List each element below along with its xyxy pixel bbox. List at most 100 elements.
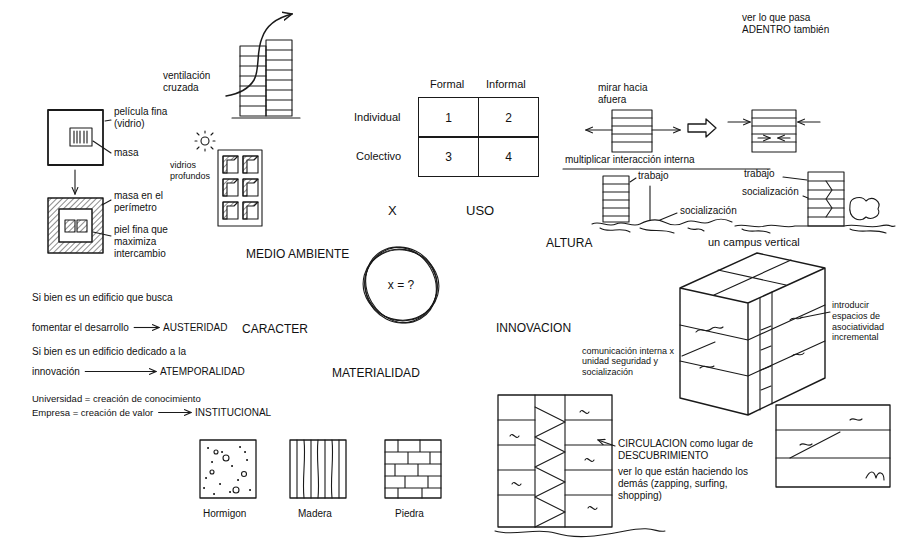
note-text: multiplicar interacción interna: [565, 154, 695, 166]
deep-window-sketch: [195, 131, 215, 151]
label-text: MATERIALIDAD: [332, 366, 420, 380]
circulation-elevation-sketch: [535, 407, 565, 527]
tower-ground-sketch: [592, 219, 732, 225]
look-out-sketch: [688, 119, 716, 137]
sketch-ink: [48, 14, 895, 537]
cloud-ring: [354, 237, 448, 333]
look-out-sketch: [612, 110, 652, 152]
cube-sketch: [714, 260, 791, 295]
look-in-sketch: [758, 137, 770, 138]
look-in-sketch: [778, 137, 790, 138]
vertical-campus-sketch: [850, 198, 879, 220]
label-text: película fina (vidrio): [114, 106, 167, 129]
circulation-elevation-sketch: [598, 440, 615, 446]
ventilation-sketch: [266, 40, 292, 116]
look-in-sketch: [752, 118, 796, 142]
label-text: multiplicar interacción interna: [565, 154, 695, 165]
label-text: CARACTER: [242, 322, 308, 336]
note-text: Empresa = creación de valor: [32, 406, 153, 420]
tower-ground-sketch: [592, 176, 732, 233]
concept-label: MEDIO AMBIENTE: [246, 247, 349, 261]
section-sketch: [800, 419, 862, 446]
label-text: ATEMPORALIDAD: [160, 366, 245, 377]
matrix-cell: 3: [418, 136, 479, 177]
label-text: INSTITUCIONAL: [195, 407, 271, 418]
label-text: MEDIO AMBIENTE: [246, 247, 349, 261]
concept-label: X: [388, 203, 397, 219]
label-text: un campus vertical: [708, 236, 800, 248]
node-text: 3: [445, 150, 452, 164]
label-text: Hormigon: [203, 508, 246, 519]
cloud-ring: [350, 234, 452, 335]
concrete-texture: [223, 455, 229, 461]
label-text: piel fina que maximiza intercambio: [114, 224, 168, 259]
concept-label: CARACTER: [242, 322, 308, 336]
note-arrow: [134, 327, 159, 328]
row-header: Individual: [354, 111, 400, 124]
label-text: AUSTERIDAD: [163, 322, 227, 333]
label-text: Piedra: [395, 508, 424, 519]
cube-sketch: [696, 327, 723, 368]
deep-window-sketch: [201, 137, 209, 145]
material-label: Madera: [298, 508, 332, 520]
note-text: trabajo: [638, 170, 669, 182]
cube-sketch: [760, 292, 772, 410]
node-text: 4: [505, 150, 512, 164]
mass-plan-sketch: [105, 120, 111, 121]
mass-plan-sketch: [70, 128, 92, 146]
cube-sketch: [680, 253, 825, 415]
concept-cloud: x = ?: [360, 244, 442, 326]
concrete-texture: [210, 470, 214, 474]
label-text: Individual: [354, 111, 400, 123]
note-text: mirar hacia afuera: [598, 82, 660, 106]
tower-ground-sketch: [603, 184, 629, 216]
label-text: masa: [114, 147, 138, 158]
cube-sketch: [800, 312, 830, 318]
label-text: vidrios profundos: [170, 160, 210, 181]
column-header: Formal: [430, 78, 464, 91]
label-text: USO: [466, 203, 494, 218]
concrete-texture: [200, 440, 256, 498]
circulation-elevation-sketch: [510, 411, 597, 510]
label-text: introducir espacios de asociatividad inc…: [832, 300, 884, 342]
ventilation-sketch: [240, 50, 292, 110]
look-in-sketch: [728, 121, 750, 122]
tower-ground-sketch: [630, 178, 636, 182]
circulation-elevation-sketch: [495, 395, 665, 537]
mass-plan-sketch: [74, 131, 87, 143]
note-text: Universidad = creación de conocimiento: [32, 392, 201, 406]
note-text: socialización: [742, 186, 799, 198]
cube-sketch: [680, 253, 830, 415]
look-out-sketch: [586, 129, 612, 130]
perimeter-mass-sketch: [77, 220, 87, 232]
label-text: mirar hacia afuera: [598, 82, 647, 105]
cube-sketch: [790, 317, 804, 356]
section-sketch: [776, 405, 890, 487]
label-text: socialización: [742, 186, 799, 197]
ventilation-sketch: [232, 117, 300, 118]
label-text: X: [388, 203, 397, 218]
look-out-sketch: [652, 129, 680, 130]
note-text: trabajo: [744, 168, 775, 180]
concept-label: USO: [466, 203, 494, 219]
stone-texture: [385, 440, 441, 498]
note-text: introducir espacios de asociatividad inc…: [832, 300, 894, 343]
matrix-cell: 1: [418, 97, 479, 138]
section-sketch: [776, 430, 890, 458]
look-in-sketch: [798, 121, 820, 122]
note-text: ventilación cruzada: [163, 70, 219, 94]
label-text: ver lo que pasa ADENTRO también: [742, 12, 829, 35]
conclusion-label: ATEMPORALIDAD: [160, 366, 245, 378]
label-text: Informal: [486, 78, 526, 90]
mass-plan-sketch: [48, 110, 103, 165]
tower-ground-sketch: [603, 176, 629, 222]
row-header: Colectivo: [356, 150, 401, 163]
cube-sketch: [761, 326, 771, 390]
look-out-sketch: [586, 110, 716, 152]
conclusion-label: INSTITUCIONAL: [195, 407, 271, 419]
label-text: INNOVACION: [496, 321, 571, 335]
label-text: comunicación interna x unidad seguridad …: [582, 346, 674, 377]
look-in-sketch: [563, 110, 820, 169]
wood-texture: [290, 440, 346, 498]
tower-ground-sketch: [649, 186, 650, 220]
